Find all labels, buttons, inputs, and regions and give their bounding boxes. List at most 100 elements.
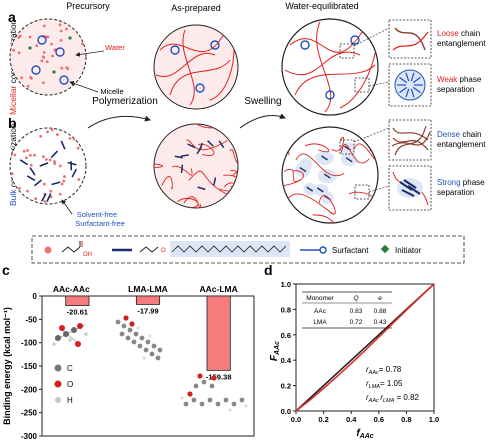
monomer-dot [28, 153, 32, 157]
micelle-spoke [412, 76, 421, 84]
water-dot [46, 35, 50, 39]
side-label-a-colored: Micellar [8, 86, 18, 115]
monomer-dot [24, 156, 28, 160]
water-dot [65, 66, 69, 70]
atom-o-icon [54, 380, 62, 388]
monomer-dot [10, 172, 14, 176]
param-sub: AAc [368, 370, 379, 376]
lma-stick [67, 161, 77, 166]
monomer-dot [18, 186, 21, 190]
zoom-box-weak-separation [388, 63, 432, 107]
category-label: AAc-LMA [200, 284, 238, 294]
stage-label-water-equilibrated: Water-equilibrated [285, 1, 358, 11]
lma-stick [213, 177, 217, 186]
polymer-chain [188, 170, 230, 196]
atom-c-label: C [67, 364, 73, 373]
circle-b-precursory [9, 127, 87, 205]
table-cell: 0.83 [350, 308, 363, 315]
reactivity-params: rAAc= 0.78 rLMA= 1.05 rAAc rLMA = 0.82 [366, 365, 420, 404]
monomer-dot [68, 136, 72, 140]
polymer-chain [304, 143, 330, 153]
initiator-icon [380, 244, 390, 254]
water-dot [79, 91, 83, 95]
x-tick-label: 0.6 [374, 415, 384, 424]
monomer-dot [49, 189, 53, 193]
x-tick-label: 0.0 [291, 415, 301, 424]
water-dot [51, 54, 54, 58]
micelle-spoke [410, 72, 415, 82]
lma-stick [323, 173, 331, 179]
water-dot [17, 51, 21, 55]
atom-o-label: O [67, 380, 73, 389]
chart-d-ylabel-main: F [269, 354, 280, 361]
monomer-dot [53, 162, 57, 166]
lma-stick [180, 154, 189, 157]
param-val: = 0.78 [379, 365, 402, 374]
surfactant-icon [300, 246, 327, 254]
monomer-dot [44, 158, 48, 161]
water-dot [21, 21, 25, 25]
reactivity-table: Monomer Q e AAc 0.83 0.88 LMA 0.72 0.43 [302, 291, 392, 329]
lma-stick [218, 140, 225, 148]
monomer-dot [39, 134, 43, 138]
panel-a-letter: a [8, 9, 16, 25]
monomer-dot [46, 130, 49, 134]
water-dot [59, 38, 63, 42]
zoom-box-loose-entanglement [388, 19, 432, 59]
lma-stick [51, 181, 61, 186]
callout-dense: Dense chain [437, 130, 481, 139]
water-dot [28, 35, 32, 39]
polymer-chain [154, 163, 163, 169]
callout-weak: Weak phase [437, 75, 482, 84]
bar [65, 295, 90, 307]
monomer-dot [26, 149, 29, 152]
initiator-label: Initiator [395, 246, 422, 255]
zoom-box-dense-entanglement [388, 119, 432, 161]
polymer-chain [229, 149, 238, 167]
monomer-dot [77, 178, 81, 181]
table-cell: 0.88 [374, 308, 387, 315]
polymer-chain [186, 139, 228, 151]
circle-a-water-equilibrated [281, 18, 379, 116]
micelle-spoke [399, 76, 408, 84]
micelle-spoke [399, 86, 408, 94]
lma-stick [41, 193, 47, 202]
param-val: = 1.05 [380, 379, 403, 388]
callout-dense-line2: entanglement [437, 140, 486, 149]
atom-h-label: H [67, 396, 73, 405]
polymer-chain [312, 214, 353, 223]
water-dot [50, 42, 53, 46]
param-r-aac: rAAc= 0.78 [366, 365, 402, 376]
swelling-label: Swelling [244, 96, 281, 107]
y-tick-label: 1.0 [281, 280, 291, 289]
chart-c-ylabel: Binding energy (kcal mol⁻¹) [2, 307, 12, 425]
atom-h-icon [55, 397, 61, 403]
micelle-spoke [405, 72, 410, 82]
panel-b-letter: b [8, 115, 17, 131]
value-label: -159.38 [206, 372, 231, 381]
x-tick-label: 0.2 [318, 415, 328, 424]
micelle-spoke [410, 88, 415, 98]
monomer-dot [17, 194, 21, 198]
category-label: LMA-LMA [128, 284, 168, 294]
circle-b-as-prepared [153, 123, 239, 209]
stage-label-precursory: Precursory [66, 1, 110, 11]
polymer-chain [171, 165, 193, 176]
water-dot [41, 81, 45, 85]
lma-stick [197, 186, 206, 191]
monomer-dot [62, 179, 66, 183]
monomer-dot [43, 200, 47, 203]
water-dot [18, 34, 22, 38]
category-label: AAc-AAc [53, 284, 90, 294]
monomer-dot [29, 163, 33, 167]
lma-stick [50, 150, 59, 159]
polymer-chain [282, 170, 304, 187]
polymer-chain [177, 197, 199, 208]
water-dot [35, 44, 39, 48]
lma-stick [39, 162, 49, 167]
bar [206, 295, 231, 371]
chart-d-ylabel-sub: AAc [274, 341, 281, 356]
callout-loose-line2: entanglement [437, 39, 486, 48]
y-tick-label: -50 [25, 315, 37, 324]
zoom-box-strong-separation [388, 165, 432, 211]
